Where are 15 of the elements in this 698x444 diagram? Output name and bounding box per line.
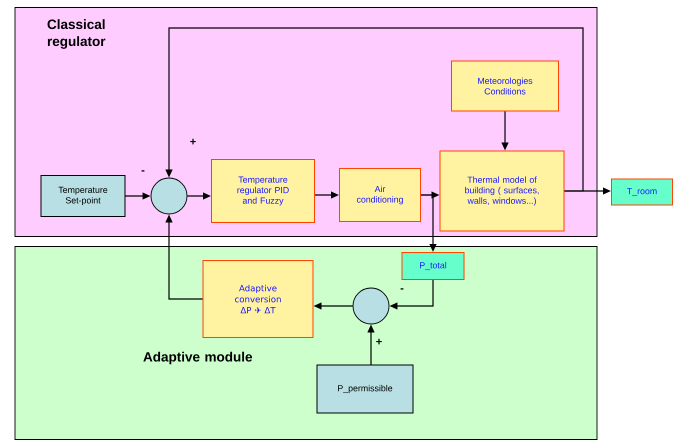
process-box: Meteorologies Conditions [451,60,559,112]
sign-label: - [400,288,404,290]
process-box: Adaptive conversion ΔP ✈ ΔT [202,260,314,338]
output-box: P_total [402,252,464,280]
sign-label: + [376,338,382,344]
process-box: Air conditioning [339,168,421,222]
input-box: Temperature Set-point [40,175,126,217]
summing-junction [150,178,188,214]
output-box: T_room [611,178,673,206]
process-box: Temperature regulator PID and Fuzzy [211,159,315,223]
sign-label: - [142,170,144,172]
sign-label: + [190,138,196,144]
summing-junction [352,288,390,324]
input-box: P_permissible [316,364,414,414]
process-box: Thermal model of building ( surfaces, walls, windows...) [440,150,564,232]
